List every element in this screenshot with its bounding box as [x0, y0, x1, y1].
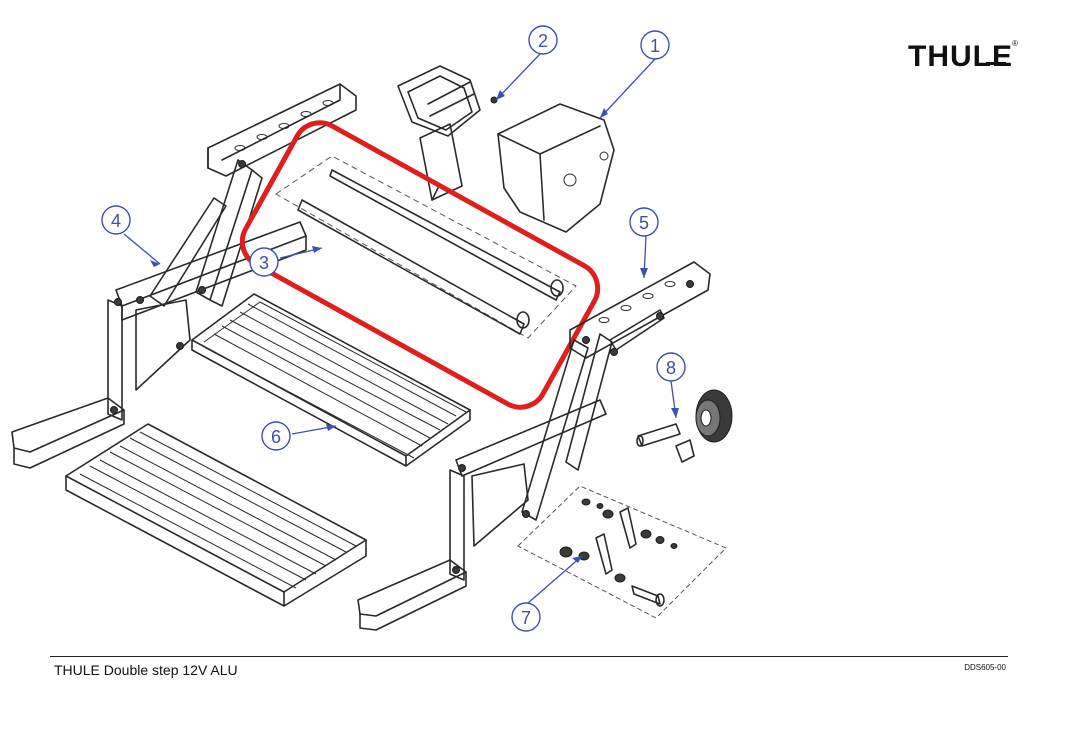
callout-3: 3 [249, 247, 279, 277]
gear-part-8 [636, 389, 733, 463]
callout-number: 7 [521, 608, 531, 628]
footer-divider [50, 656, 1008, 657]
motor-part-2 [397, 65, 498, 201]
callout-circle [528, 25, 558, 55]
control-box-part-1 [497, 103, 615, 233]
callout-number: 8 [666, 358, 676, 378]
callout-circle [511, 602, 541, 632]
callout-circle [656, 352, 686, 382]
highlight-frame [239, 120, 601, 410]
upper-step-part-6 [191, 293, 471, 467]
hardware-kit-part-7 [517, 485, 727, 619]
callout-number: 5 [639, 213, 649, 233]
callout-labels: 1 2 3 4 5 6 7 8 [101, 25, 686, 632]
callout-circle [101, 205, 131, 235]
callout-circle [261, 421, 291, 451]
callout-7: 7 [511, 602, 541, 632]
callout-number: 1 [650, 36, 660, 56]
callout-circle [249, 247, 279, 277]
lower-step [65, 423, 367, 607]
cover-plate-part-3 [275, 155, 577, 339]
logo-text: THULE [908, 40, 1013, 73]
callout-8: 8 [656, 352, 686, 382]
callout-number: 6 [271, 427, 281, 447]
document-code: DDS605-00 [964, 663, 1006, 672]
callout-4: 4 [101, 205, 131, 235]
logo-registered-mark: ® [1012, 39, 1018, 48]
callout-circle [629, 207, 659, 237]
thule-logo: THULE ® [908, 39, 1018, 73]
logo-underbar [986, 62, 1006, 65]
callout-6: 6 [261, 421, 291, 451]
diagram-caption: THULE Double step 12V ALU [54, 662, 238, 678]
callout-1: 1 [640, 30, 670, 60]
callout-number: 4 [111, 211, 121, 231]
leader-lines [123, 53, 679, 604]
callout-circle [640, 30, 670, 60]
callout-number: 2 [538, 31, 548, 51]
right-mechanism [357, 261, 711, 631]
callout-number: 3 [259, 253, 269, 273]
callout-5: 5 [629, 207, 659, 237]
callout-2: 2 [528, 25, 558, 55]
